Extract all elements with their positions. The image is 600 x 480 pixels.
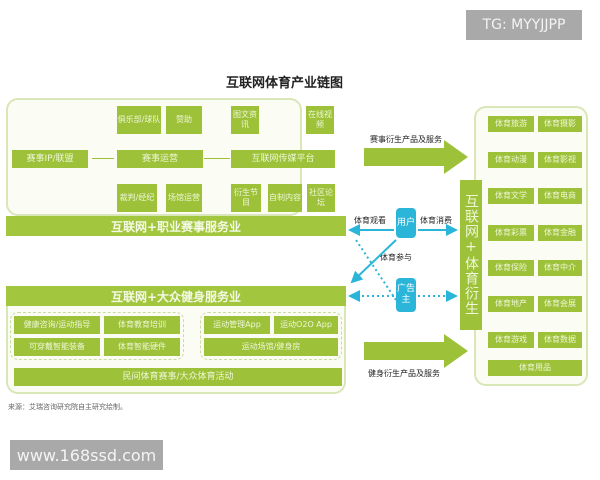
sports-training-box: 体育教育培训 — [104, 316, 180, 334]
venue-operation-box: 场馆运营 — [166, 184, 202, 212]
diagram-title: 互联网体育产业链图 — [226, 76, 344, 91]
internet-media-platform-box: 互联网传媒平台 — [231, 150, 335, 168]
club-team-box: 俱乐部/球队 — [117, 106, 161, 134]
derivative-item: 体育电商 — [538, 188, 582, 204]
self-made-content-box: 自制内容 — [268, 184, 302, 212]
online-video-box: 在线视频 — [306, 106, 334, 134]
gym-venue-box: 运动场馆/健身房 — [204, 338, 338, 356]
derivative-item: 体育数据 — [538, 332, 582, 348]
wearable-device-box: 可穿戴智能装备 — [14, 338, 100, 356]
news-info-box: 图文资讯 — [231, 106, 259, 134]
event-operation-box: 赛事运营 — [117, 150, 203, 168]
mass-fitness-bar: 互联网+大众健身服务业 — [6, 286, 346, 306]
fitness-derivative-arrow — [364, 334, 468, 368]
derivative-item: 体育中介 — [538, 260, 582, 276]
derivative-item: 体育彩票 — [488, 225, 534, 241]
fitness-group-left — [10, 312, 184, 360]
fitness-group-right — [200, 312, 342, 360]
health-consult-box: 健康咨询/运动指导 — [14, 316, 100, 334]
source-note: 来源：艾瑞咨询研究院自主研究绘制。 — [8, 403, 127, 411]
derivative-item: 体育地产 — [488, 296, 534, 312]
derivative-item: 体育保险 — [488, 260, 534, 276]
sporting-goods-box: 体育用品 — [488, 360, 582, 376]
sports-watching-label: 体育观看 — [354, 216, 386, 225]
sports-participation-label: 体育参与 — [380, 253, 412, 262]
user-node: 用户 — [396, 208, 416, 238]
derivative-item: 体育动漫 — [488, 152, 534, 168]
sports-consumption-label: 体育消费 — [420, 216, 452, 225]
flow-arrows — [348, 224, 458, 302]
event-derivative-arrow — [364, 140, 468, 174]
derivative-item: 体育金融 — [538, 225, 582, 241]
derived-program-box: 衍生节目 — [231, 184, 261, 212]
derivative-item: 体育影视 — [538, 152, 582, 168]
advertiser-node: 广告主 — [396, 278, 416, 312]
folk-events-bar: 民间体育赛事/大众体育活动 — [14, 368, 342, 386]
fitness-derivative-label: 健身衍生产品及服务 — [368, 369, 440, 378]
sports-management-app-box: 运动管理App — [204, 316, 270, 334]
derivative-item: 体育游戏 — [488, 332, 534, 348]
sponsor-box: 赞助 — [166, 106, 202, 134]
arrow-operation-to-media — [204, 158, 230, 159]
arrow-ip-to-operation — [92, 158, 114, 159]
event-ip-box: 赛事IP/联盟 — [12, 150, 88, 168]
community-forum-box: 社区论坛 — [307, 184, 335, 212]
smart-hardware-box: 体育智能硬件 — [104, 338, 180, 356]
watermark-bottom: www.168ssd.com — [10, 440, 163, 470]
derivative-item: 体育旅游 — [488, 116, 534, 132]
derivative-item: 体育文学 — [488, 188, 534, 204]
pro-sports-bar: 互联网+职业赛事服务业 — [6, 216, 346, 236]
derivatives-vertical-label: 互联网+体育衍生 — [460, 180, 482, 330]
watermark-top: TG: MYYJJPP — [466, 10, 582, 40]
sports-o2o-app-box: 运动O2O App — [274, 316, 338, 334]
derivative-item: 体育摄影 — [538, 116, 582, 132]
referee-agent-box: 裁判/经纪 — [117, 184, 157, 212]
derivatives-vertical-text: 互联网+体育衍生 — [463, 194, 479, 316]
derivative-item: 体育会展 — [538, 296, 582, 312]
event-derivative-label: 赛事衍生产品及服务 — [370, 135, 442, 144]
